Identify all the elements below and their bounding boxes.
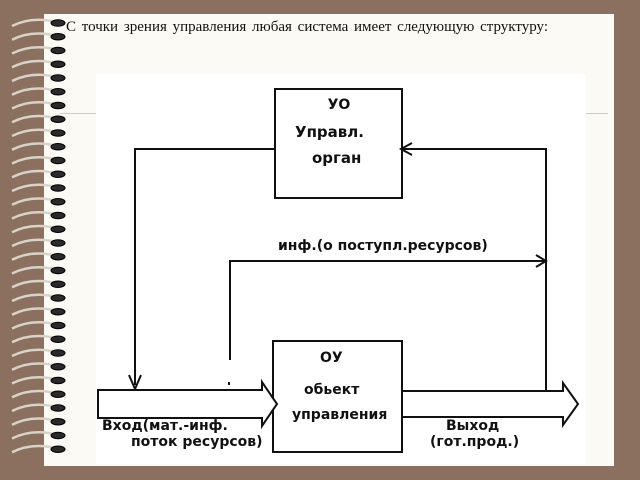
- binding-ring: [11, 224, 66, 234]
- binding-ring: [11, 279, 66, 289]
- feedback-line: [402, 148, 547, 390]
- binding-ring: [11, 46, 66, 55]
- control-organ-block: [274, 88, 403, 199]
- binding-ring: [11, 87, 66, 96]
- controlled-object-name-line1: обьект: [304, 382, 360, 398]
- binding-ring: [11, 142, 66, 151]
- binding-ring: [11, 403, 66, 413]
- input-label-line1: Вход(мат.-инф.: [102, 418, 228, 434]
- output-label-line1: Выход: [446, 418, 499, 434]
- binding-ring: [11, 389, 66, 399]
- control-signal-line: [134, 148, 275, 385]
- control-organ-name-line1: Управл.: [295, 123, 364, 141]
- spiral-binding: [11, 18, 66, 454]
- control-organ-code: УО: [328, 97, 351, 113]
- feedback-arrowhead: [398, 142, 413, 156]
- controlled-object-name-line2: управления: [292, 407, 387, 423]
- binding-ring: [11, 183, 66, 193]
- binding-ring: [11, 293, 66, 303]
- binding-ring: [11, 444, 66, 454]
- binding-ring: [11, 362, 66, 371]
- binding-ring: [11, 114, 66, 124]
- binding-ring: [11, 238, 66, 248]
- resource-info-label: инф.(о поступл.ресурсов): [278, 238, 488, 254]
- binding-ring: [11, 128, 66, 138]
- binding-ring: [11, 348, 66, 358]
- binding-ring: [11, 376, 66, 385]
- binding-ring: [11, 417, 66, 426]
- resource-info-arrowhead: [535, 254, 548, 268]
- output-label-line2: (гот.прод.): [430, 434, 519, 450]
- intro-text: С точки зрения управления любая система …: [66, 19, 549, 35]
- binding-ring: [11, 211, 66, 220]
- stray-mark: [228, 382, 230, 385]
- binding-ring: [11, 32, 66, 41]
- binding-ring: [11, 197, 66, 206]
- control-organ-name-line2: орган: [312, 149, 361, 167]
- binding-ring: [11, 321, 66, 330]
- binding-ring: [11, 73, 66, 83]
- binding-ring: [11, 431, 66, 440]
- binding-ring: [11, 101, 66, 110]
- binding-ring: [11, 307, 66, 316]
- binding-ring: [11, 169, 66, 179]
- controlled-object-code: ОУ: [320, 350, 343, 366]
- binding-ring: [11, 252, 66, 261]
- binding-ring: [11, 156, 66, 165]
- binding-ring: [11, 266, 66, 275]
- output-arrow: [401, 379, 580, 429]
- binding-ring: [11, 334, 66, 344]
- input-arrow: [97, 378, 279, 430]
- binding-ring: [11, 59, 66, 69]
- input-label-line2: поток ресурсов): [131, 434, 263, 450]
- resource-info-line: [229, 260, 546, 360]
- binding-ring: [11, 18, 66, 28]
